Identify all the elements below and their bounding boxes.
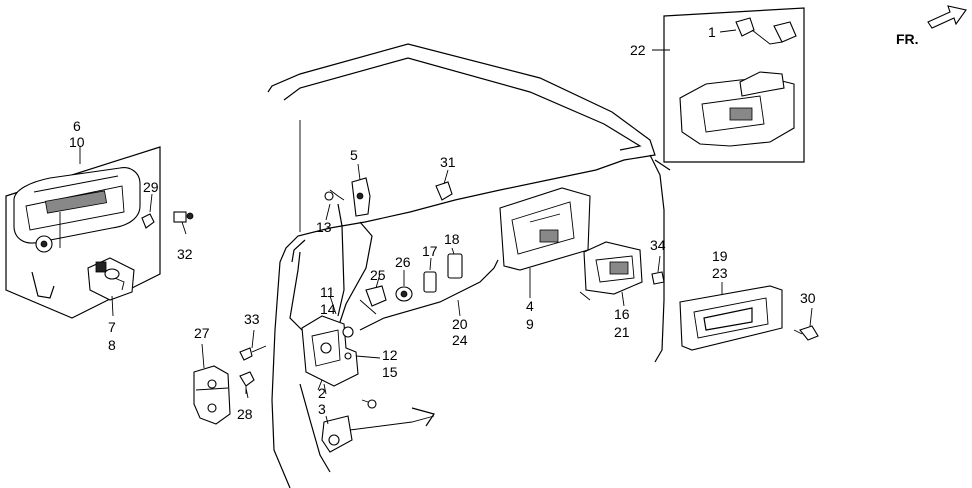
callout-29: 29 xyxy=(143,179,159,195)
callout-25: 25 xyxy=(370,267,386,283)
callout-24: 24 xyxy=(452,332,468,348)
rod-20 xyxy=(359,259,499,331)
callout-3: 3 xyxy=(318,401,326,417)
callout-22: 22 xyxy=(630,42,646,58)
clip-25 xyxy=(359,285,387,315)
inside-lock-lever xyxy=(321,407,435,453)
front-label: FR. xyxy=(896,31,919,47)
front-direction-indicator: FR. xyxy=(896,5,967,47)
screw-34 xyxy=(651,271,665,285)
callout-28: 28 xyxy=(237,406,253,422)
lock-cylinder xyxy=(87,257,135,301)
callout-27: 27 xyxy=(194,325,210,341)
callout-33: 33 xyxy=(244,311,260,327)
pad-18 xyxy=(447,253,463,279)
callout-10: 10 xyxy=(69,134,85,150)
callout-17: 17 xyxy=(422,243,438,259)
callout-26: 26 xyxy=(395,254,411,270)
screw-30 xyxy=(793,325,819,341)
inside-handle-bezel xyxy=(499,187,591,271)
callout-8: 8 xyxy=(108,337,116,353)
bolt-32 xyxy=(173,211,194,223)
callout-23: 23 xyxy=(712,265,728,281)
callout-14: 14 xyxy=(320,301,336,317)
callout-32: 32 xyxy=(177,246,193,262)
door-latch xyxy=(301,315,359,391)
clip-29 xyxy=(141,213,155,229)
bolt-28 xyxy=(239,371,255,394)
callout-20: 20 xyxy=(452,316,468,332)
callout-6: 6 xyxy=(73,118,81,134)
callout-21: 21 xyxy=(614,324,630,340)
leader-lines xyxy=(79,29,813,425)
latch-screws xyxy=(361,399,377,409)
callout-1: 1 xyxy=(708,24,716,40)
callout-15: 15 xyxy=(382,364,398,380)
connector-26 xyxy=(395,286,413,302)
callout-18: 18 xyxy=(444,231,460,247)
callout-13: 13 xyxy=(316,219,332,235)
lock-rods xyxy=(289,189,373,333)
handle-cover xyxy=(679,285,783,351)
callout-19: 19 xyxy=(712,248,728,264)
callout-9: 9 xyxy=(526,316,534,332)
callout-7: 7 xyxy=(108,319,116,335)
screw-33 xyxy=(239,345,267,361)
callout-34: 34 xyxy=(650,237,666,253)
callout-labels: 6 10 29 32 7 8 27 28 33 13 5 31 11 14 12… xyxy=(69,24,816,422)
callout-4: 4 xyxy=(526,298,534,314)
callout-5: 5 xyxy=(350,147,358,163)
pad-17 xyxy=(423,271,437,293)
inside-handle xyxy=(579,241,643,301)
door-striker xyxy=(193,365,231,425)
callout-30: 30 xyxy=(800,290,816,306)
clip-31 xyxy=(435,181,453,201)
callout-16: 16 xyxy=(614,306,630,322)
callout-11: 11 xyxy=(320,284,335,300)
outside-handle-assembly xyxy=(5,146,161,319)
inset-box-22 xyxy=(663,7,805,163)
callout-31: 31 xyxy=(440,154,456,170)
callout-2: 2 xyxy=(318,385,326,401)
callout-12: 12 xyxy=(382,347,398,363)
door-panel-outline xyxy=(267,43,671,488)
bell-crank xyxy=(351,177,371,217)
